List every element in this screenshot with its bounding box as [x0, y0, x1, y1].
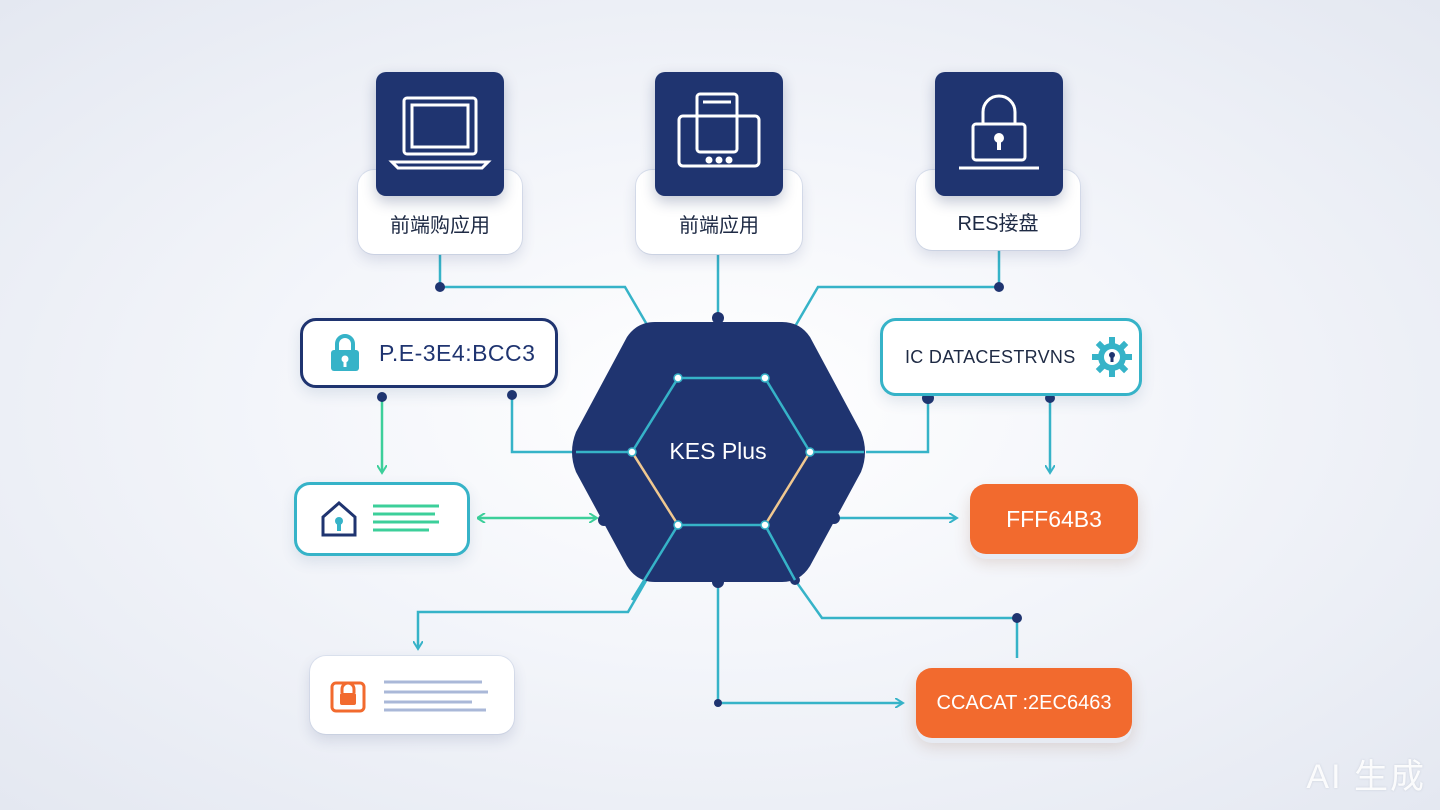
top-tile-1 — [376, 72, 504, 196]
data-card[interactable]: IC DATACESTRVNS — [880, 318, 1142, 396]
laptop-icon — [388, 96, 492, 170]
top-card-label: 前端购应用 — [390, 214, 490, 237]
orange-card-1-label: FFF64B3 — [1006, 505, 1102, 532]
device-icon — [677, 92, 761, 168]
top-card-label: 前端应用 — [679, 214, 759, 237]
key-card-label: P.E-3E4:BCC3 — [379, 339, 536, 366]
orange-card-2-label: CCACAT :2EC6463 — [936, 691, 1112, 714]
top-card-label: RES接盘 — [957, 212, 1039, 235]
line-data-card — [866, 398, 930, 454]
hub-label: KES Plus — [669, 438, 767, 464]
node-dot — [994, 282, 1004, 292]
node-dot — [712, 312, 724, 324]
gear-lock-icon — [1091, 337, 1132, 377]
lock-laptop-icon — [959, 94, 1039, 170]
data-card-label: IC DATACESTRVNS — [905, 346, 1076, 367]
node-dot — [1012, 613, 1022, 623]
node-dot — [714, 699, 722, 707]
top-tile-2 — [655, 72, 783, 196]
node-dot — [435, 282, 445, 292]
text-lines-icon — [373, 504, 439, 532]
lock-icon — [331, 334, 359, 371]
hub-hexagon — [572, 322, 865, 582]
orange-card-1[interactable]: FFF64B3 — [970, 484, 1138, 554]
watermark: AI 生成 — [1306, 758, 1426, 796]
line-bottom-right — [793, 579, 1019, 658]
orange-lock-icon — [330, 681, 366, 713]
node-dot — [377, 392, 387, 402]
home-lock-icon — [321, 501, 357, 537]
list-lines — [384, 680, 488, 712]
key-card[interactable]: P.E-3E4:BCC3 — [300, 318, 558, 388]
node-dot — [507, 390, 517, 400]
top-tile-3 — [935, 72, 1063, 196]
home-card[interactable] — [294, 482, 470, 556]
orange-card-2[interactable]: CCACAT :2EC6463 — [916, 668, 1132, 738]
